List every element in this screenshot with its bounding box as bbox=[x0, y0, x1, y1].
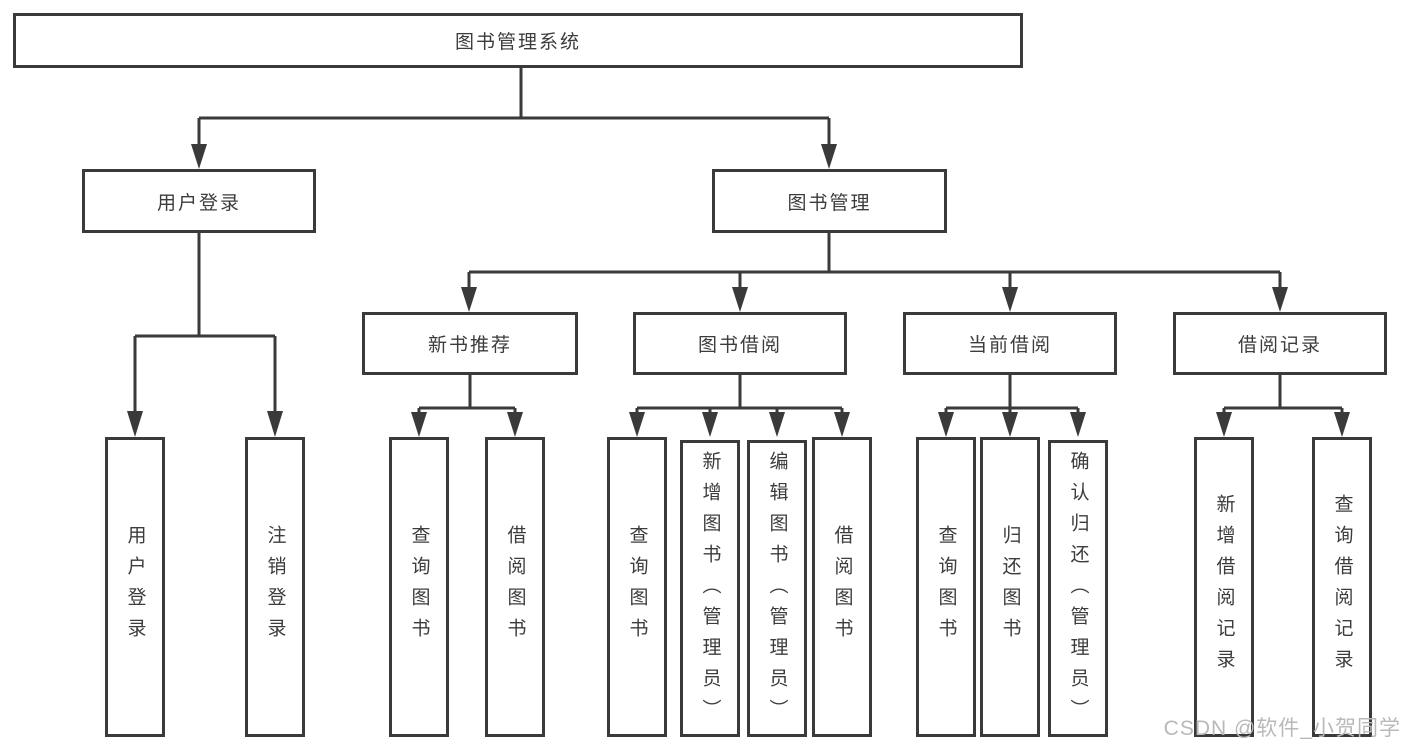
leaf-return-books: 归还图书 bbox=[980, 437, 1040, 737]
leaf-label: 归还图书 bbox=[999, 525, 1021, 649]
leaf-label: 确认归还（管理员） bbox=[1067, 451, 1089, 730]
connector-root-to-level2 bbox=[197, 68, 831, 146]
leaf-label: 查询图书 bbox=[935, 525, 957, 649]
leaf-user-login: 用户登录 bbox=[105, 437, 165, 737]
node-label: 图书管理 bbox=[787, 192, 872, 214]
node-borrow-records: 借阅记录 bbox=[1173, 312, 1387, 375]
connector-mgmt-to-level3 bbox=[467, 233, 1282, 289]
node-book-management: 图书管理 bbox=[712, 169, 947, 233]
leaf-query-books-current: 查询图书 bbox=[916, 437, 976, 737]
node-library-system-root: 图书管理系统 bbox=[13, 13, 1023, 68]
leaf-query-books-borrow: 查询图书 bbox=[607, 437, 667, 737]
leaf-add-books-admin: 新增图书（管理员） bbox=[680, 440, 740, 737]
leaf-borrow-books-recommend: 借阅图书 bbox=[485, 437, 545, 737]
leaf-edit-books-admin: 编辑图书（管理员） bbox=[747, 440, 807, 737]
leaf-confirm-return-admin: 确认归还（管理员） bbox=[1048, 440, 1108, 737]
connector-current-to-children bbox=[944, 375, 1080, 413]
leaf-label: 新增图书（管理员） bbox=[699, 451, 721, 730]
connector-newbook-to-children bbox=[417, 375, 517, 413]
node-label: 借阅记录 bbox=[1237, 335, 1322, 356]
node-current-borrow: 当前借阅 bbox=[903, 312, 1117, 375]
leaf-label: 查询图书 bbox=[626, 525, 648, 649]
connector-borrow-to-children bbox=[635, 375, 844, 413]
leaf-logout: 注销登录 bbox=[245, 437, 305, 737]
node-book-borrow: 图书借阅 bbox=[633, 312, 847, 375]
node-label: 图书借阅 bbox=[697, 335, 782, 356]
node-label: 用户登录 bbox=[156, 192, 241, 214]
arrowheads bbox=[127, 144, 1350, 437]
connector-login-to-children bbox=[133, 233, 277, 412]
leaf-query-books-recommend: 查询图书 bbox=[389, 437, 449, 737]
node-label: 当前借阅 bbox=[967, 335, 1052, 356]
leaf-label: 借阅图书 bbox=[504, 525, 526, 649]
leaf-borrow-books: 借阅图书 bbox=[812, 437, 872, 737]
node-label: 图书管理系统 bbox=[454, 32, 581, 53]
leaf-add-borrow-record: 新增借阅记录 bbox=[1194, 437, 1254, 737]
leaf-label: 用户登录 bbox=[124, 525, 146, 649]
node-label: 新书推荐 bbox=[427, 335, 512, 356]
leaf-label: 编辑图书（管理员） bbox=[766, 451, 788, 730]
leaf-label: 新增借阅记录 bbox=[1213, 494, 1235, 680]
node-user-login: 用户登录 bbox=[82, 169, 316, 233]
leaf-label: 借阅图书 bbox=[831, 525, 853, 649]
node-new-book-recommend: 新书推荐 bbox=[362, 312, 578, 375]
leaf-query-borrow-record: 查询借阅记录 bbox=[1312, 437, 1372, 737]
leaf-label: 查询图书 bbox=[408, 525, 430, 649]
connector-records-to-children bbox=[1222, 375, 1344, 413]
leaf-label: 注销登录 bbox=[264, 525, 286, 649]
leaf-label: 查询借阅记录 bbox=[1331, 494, 1353, 680]
